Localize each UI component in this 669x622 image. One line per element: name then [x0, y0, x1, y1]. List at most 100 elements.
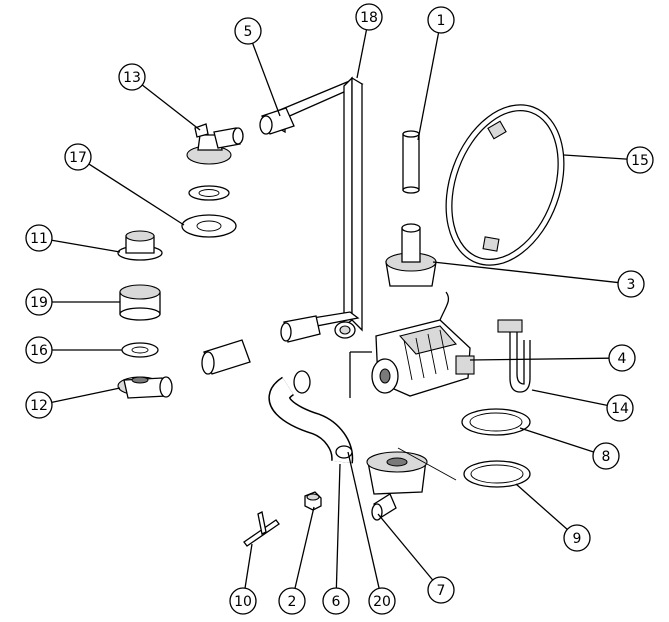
callout-circle-7: [427, 576, 455, 604]
callout-16: 16: [25, 336, 53, 364]
callout-12: 12: [25, 391, 53, 419]
callout-circle-2: [278, 587, 306, 615]
callout-circle-12: [25, 391, 53, 419]
part-13-elbow-fitting: [186, 123, 244, 165]
leader-line-2: [294, 506, 315, 589]
part-sleeve-lower: [201, 339, 251, 375]
callout-label-5: 5: [244, 24, 253, 40]
callout-label-10: 10: [234, 594, 252, 610]
callout-circle-18: [355, 3, 383, 31]
callout-label-8: 8: [602, 449, 611, 465]
leader-line-7: [377, 513, 434, 581]
callout-7: 7: [427, 576, 455, 604]
part-15-hose: [445, 104, 565, 266]
leader-line-20: [347, 451, 380, 589]
callout-label-2: 2: [288, 594, 297, 610]
callout-label-9: 9: [573, 531, 582, 547]
callout-circle-6: [322, 587, 350, 615]
part-11-nozzle: [117, 230, 163, 261]
part-10-tee: [243, 511, 280, 547]
leader-line-8: [519, 427, 594, 453]
callout-label-1: 1: [437, 13, 446, 29]
callout-2: 2: [278, 587, 306, 615]
leader-line-14: [531, 389, 608, 407]
leader-line-1: [417, 32, 440, 141]
callout-3: 3: [617, 270, 645, 298]
part-1-strainer: [402, 130, 420, 194]
callout-8: 8: [592, 442, 620, 470]
callout-label-14: 14: [611, 401, 629, 417]
callout-18: 18: [355, 3, 383, 31]
callout-circle-1: [427, 6, 455, 34]
part-9-plate: [463, 460, 531, 488]
part-6-curved-hose: [268, 370, 354, 464]
callout-label-16: 16: [30, 343, 48, 359]
callout-circle-4: [608, 344, 636, 372]
callout-11: 11: [25, 224, 53, 252]
callout-label-18: 18: [360, 10, 378, 26]
callout-circle-8: [592, 442, 620, 470]
callout-19: 19: [25, 288, 53, 316]
callout-circle-17: [64, 143, 92, 171]
callout-14: 14: [606, 394, 634, 422]
callout-label-7: 7: [437, 583, 446, 599]
callout-4: 4: [608, 344, 636, 372]
callout-label-17: 17: [69, 150, 87, 166]
callout-circle-20: [368, 587, 396, 615]
part-12-elbow-base: [117, 376, 173, 399]
callout-label-19: 19: [30, 295, 48, 311]
callout-circle-10: [229, 587, 257, 615]
part-7-sump: [366, 447, 457, 521]
callout-circle-11: [25, 224, 53, 252]
callout-15: 15: [626, 146, 654, 174]
callout-label-11: 11: [30, 231, 48, 247]
callout-1: 1: [427, 6, 455, 34]
callout-label-20: 20: [373, 594, 391, 610]
callout-6: 6: [322, 587, 350, 615]
leader-line-11: [51, 239, 121, 253]
callout-20: 20: [368, 587, 396, 615]
callout-9: 9: [563, 524, 591, 552]
leader-line-4: [469, 357, 610, 361]
callout-17: 17: [64, 143, 92, 171]
part-2-nut: [304, 491, 322, 511]
leader-line-15: [563, 154, 628, 160]
callout-circle-15: [626, 146, 654, 174]
callout-circle-9: [563, 524, 591, 552]
leader-line-12: [51, 387, 121, 403]
callout-label-6: 6: [332, 594, 341, 610]
part-16-gasket: [121, 342, 159, 358]
part-17-washers: [181, 185, 237, 238]
callout-label-3: 3: [627, 277, 636, 293]
part-8-gasket-plate: [461, 408, 531, 436]
callout-13: 13: [118, 63, 146, 91]
callout-label-12: 12: [30, 398, 48, 414]
callout-circle-16: [25, 336, 53, 364]
part-19-coupling: [119, 284, 161, 321]
leader-line-6: [335, 463, 341, 589]
callout-circle-3: [617, 270, 645, 298]
leader-line-18: [356, 29, 368, 79]
leader-line-10: [244, 543, 253, 589]
callout-label-15: 15: [631, 153, 649, 169]
callout-label-13: 13: [123, 70, 141, 86]
part-14-heater-element: [497, 319, 531, 393]
part-sleeve-middle: [280, 315, 321, 343]
callout-circle-13: [118, 63, 146, 91]
leader-line-3: [432, 261, 619, 284]
leader-line-9: [515, 483, 568, 530]
leader-line-5: [251, 42, 281, 117]
leader-line-17: [88, 163, 185, 226]
callout-circle-19: [25, 288, 53, 316]
callout-10: 10: [229, 587, 257, 615]
part-5-sleeve: [259, 107, 295, 135]
callout-circle-14: [606, 394, 634, 422]
part-3-cup: [385, 223, 437, 287]
callout-5: 5: [234, 17, 262, 45]
part-4-pump-motor: [349, 291, 475, 398]
part-18-frame-pipe: [273, 76, 364, 339]
callout-circle-5: [234, 17, 262, 45]
callout-label-4: 4: [618, 351, 627, 367]
